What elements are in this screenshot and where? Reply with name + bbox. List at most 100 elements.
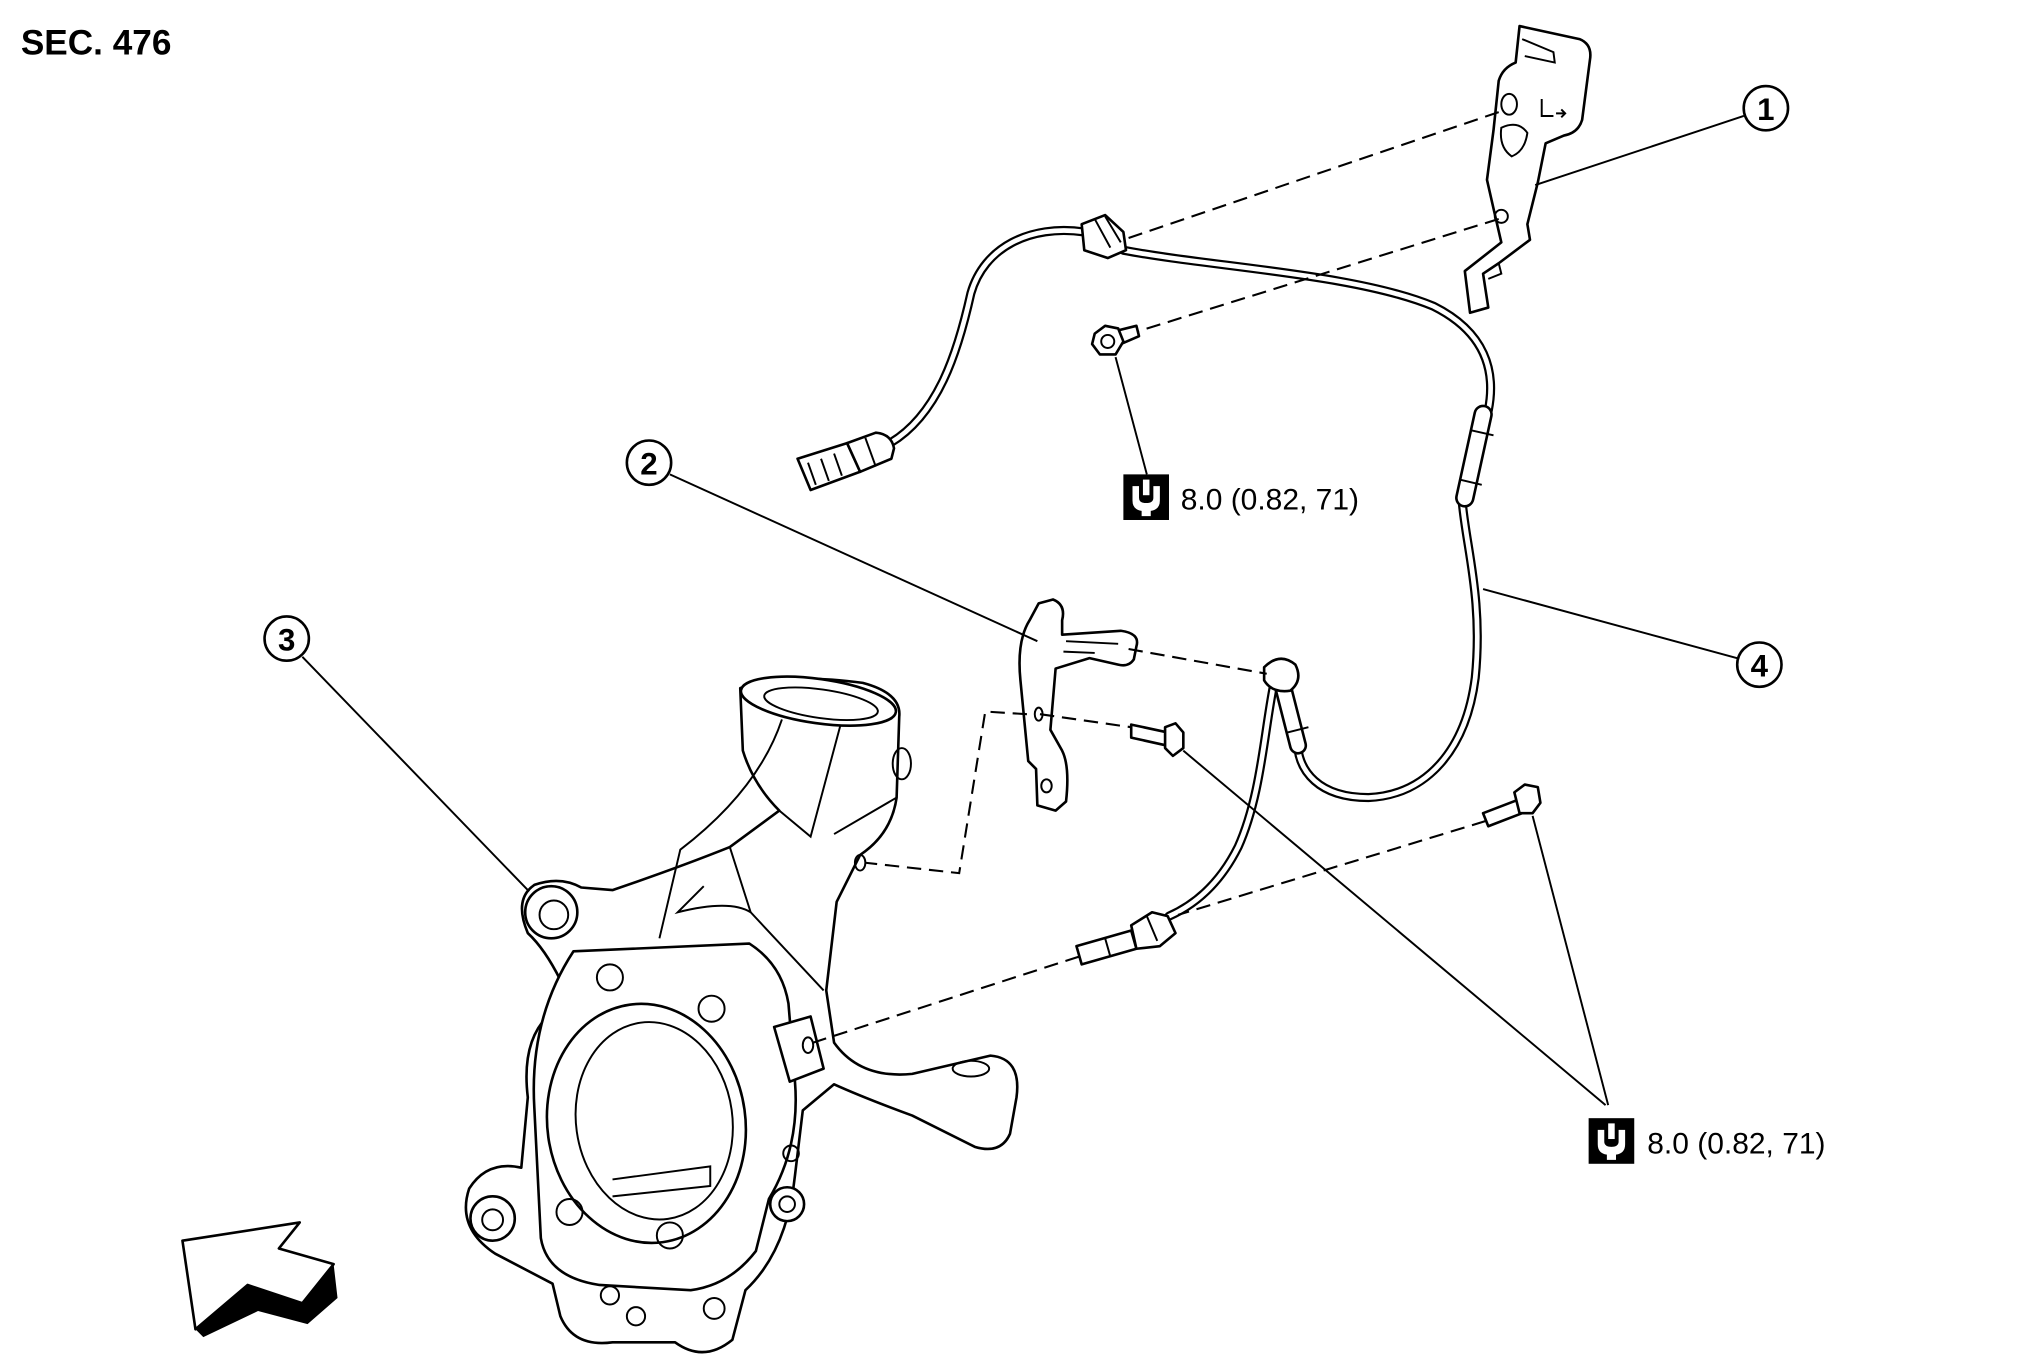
leader-line-torque-upper [1114, 356, 1148, 475]
callout-label: 2 [640, 446, 657, 481]
knuckle-flange-hole [555, 1197, 584, 1227]
knuckle-boss [702, 1297, 726, 1320]
harness-cable-segment [1166, 677, 1277, 919]
leader-line-4 [1482, 588, 1738, 660]
harness-rubber-sleeve-face [1275, 677, 1305, 752]
torque-value: 8.0 (0.82, 71) [1647, 1127, 1825, 1160]
knuckle-tie-rod-hole [951, 1059, 991, 1078]
sensor-harness [796, 213, 1496, 966]
knuckle-boss [599, 1285, 621, 1306]
connector-latch [807, 453, 843, 486]
assembly-line [1039, 713, 1132, 729]
leader-lines [301, 115, 1745, 1106]
callout-label: 3 [278, 622, 295, 657]
harness-lower-clip [1262, 657, 1300, 693]
assembly-line [865, 710, 1028, 875]
bolt-middle-head [1163, 721, 1185, 758]
lower-bracket [1018, 598, 1139, 812]
callout-circle [1742, 84, 1790, 132]
torque-wrench-icon [1588, 1118, 1635, 1164]
torque-icon-stem [1142, 479, 1150, 496]
bolt-upper [1090, 324, 1141, 356]
harness-grommet-face [1457, 407, 1491, 506]
knuckle-flange-hole [697, 994, 726, 1023]
callout-circle [625, 439, 673, 487]
assembly-line [1128, 647, 1267, 675]
steering-knuckle [464, 675, 1019, 1354]
callout-circle [263, 615, 311, 663]
lower-bracket-tab-hole [1040, 778, 1053, 794]
knuckle-boss [625, 1306, 647, 1327]
assembly-line [1123, 111, 1500, 241]
callout-2: 2 [625, 439, 673, 487]
knuckle-flange-hole [595, 963, 624, 992]
callout-3: 3 [263, 615, 311, 663]
bolt-right [1481, 783, 1542, 828]
callout-4: 4 [1735, 641, 1783, 689]
knuckle-strut-contour [658, 719, 898, 939]
harness-connector [796, 431, 896, 492]
callout-label: 1 [1757, 92, 1774, 127]
callout-label: 4 [1751, 648, 1769, 683]
sensor-collar-detail [1104, 915, 1159, 957]
harness-cable-segment [1121, 247, 1493, 413]
knuckle-flange-hole [655, 1221, 684, 1250]
wheel-sensor [1075, 910, 1177, 966]
knuckle-upper-hole [891, 747, 912, 781]
connector-boot-ring [864, 437, 877, 467]
knuckle-upper-eye [523, 884, 579, 940]
leader-line-torque-lower [1182, 749, 1607, 1106]
torque-wrench-icon [1123, 474, 1169, 520]
leader-line-2 [669, 473, 1038, 643]
front-direction-arrow-icon [181, 1221, 338, 1338]
harness-cable-segment [1164, 675, 1280, 921]
knuckle-arm-contour [674, 885, 825, 992]
upper-bracket-edge [1487, 263, 1503, 280]
upper-bracket-hole-bolt [1493, 208, 1509, 224]
harness-cable-segment [1295, 499, 1480, 800]
knuckle-lower-eye [469, 1195, 517, 1242]
torque-spec-upper: 8.0 (0.82, 71) [1123, 474, 1359, 520]
sensor-tip [1075, 929, 1138, 966]
harness-upper-clip-detail [1093, 215, 1122, 249]
bolt-middle-shank [1129, 723, 1169, 747]
torque-icon-stem [1608, 1123, 1615, 1140]
arrow-face [181, 1221, 335, 1331]
assembly-lines [812, 111, 1500, 1044]
knuckle-hub-bore-inner [574, 1021, 734, 1221]
torque-icon-glyph [1132, 486, 1160, 517]
bolt-middle [1129, 721, 1185, 758]
lower-bracket-outline [1018, 598, 1139, 812]
harness-cable-segment [887, 228, 1087, 446]
torque-spec-lower: 8.0 (0.82, 71) [1588, 1118, 1826, 1164]
assembly-line [1177, 820, 1486, 916]
callout-1: 1 [1742, 84, 1790, 132]
torque-value: 8.0 (0.82, 71) [1181, 484, 1359, 517]
leader-line-torque-lower [1531, 815, 1610, 1106]
knuckle-sensor-mount [772, 1015, 825, 1083]
upper-bracket-notch [1521, 38, 1556, 64]
leader-line-3 [301, 656, 530, 893]
torque-icon-glyph [1597, 1129, 1626, 1160]
section-label: SEC. 476 [21, 24, 172, 63]
upper-bracket-hole-top [1500, 92, 1518, 116]
lower-bracket-slot [1063, 640, 1119, 654]
knuckle-lower-eye-hole [481, 1208, 505, 1232]
upper-bracket-slot [1499, 123, 1529, 158]
knuckle-hub-bore-ledge [612, 1165, 712, 1198]
bolt-upper-head-face [1100, 333, 1116, 349]
harness-grommet-ring [1459, 429, 1494, 486]
knuckle-boss [768, 1185, 806, 1223]
knuckle-strut-bore-inner [763, 686, 879, 722]
assembly-line [812, 955, 1080, 1044]
bolt-upper-head [1090, 324, 1125, 356]
arrow-extrusion [195, 1264, 338, 1338]
bolt-right-head [1513, 783, 1542, 815]
knuckle-upper-eye-hole [538, 899, 570, 931]
assembly-line [1138, 217, 1500, 333]
callout-circle [1735, 641, 1783, 689]
harness-sleeve-ring [1287, 726, 1309, 734]
upper-bracket [1463, 24, 1592, 315]
knuckle-sensor-hole [801, 1036, 815, 1054]
